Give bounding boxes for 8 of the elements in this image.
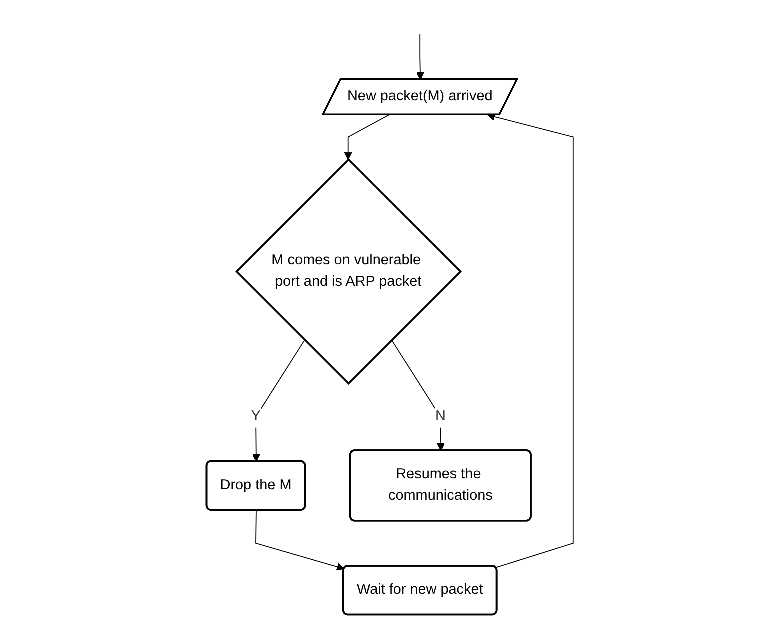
arrow [256,510,346,571]
node-diamond: M comes on vulnerable port and is ARP packet [236,158,462,385]
arrow [392,340,446,452]
arrow [344,114,390,160]
edge-label: N [436,408,446,424]
edge-label: Y [252,408,262,424]
arrow [252,340,306,462]
arrow [416,34,425,80]
